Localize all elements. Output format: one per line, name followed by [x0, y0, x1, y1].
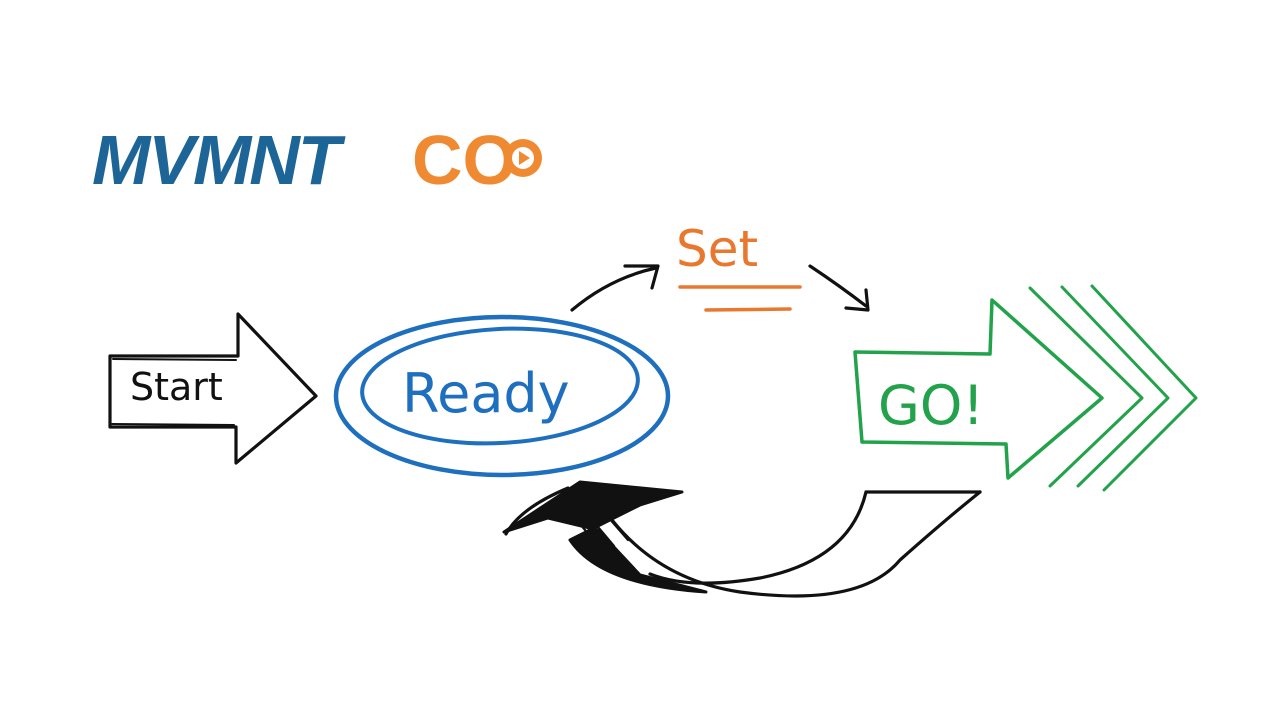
ready-label: Ready — [402, 362, 570, 425]
start-arrow: Start — [108, 312, 318, 465]
start-label: Start — [130, 365, 223, 409]
set-node: Set — [676, 220, 802, 312]
play-icon — [504, 139, 542, 177]
go-node: GO! — [853, 284, 1198, 492]
go-label: GO! — [878, 374, 984, 437]
arrow-ready-to-set — [570, 264, 660, 312]
brand-logo: MVMNT CO — [92, 121, 542, 199]
arrow-set-to-go — [808, 264, 870, 312]
arrow-go-to-ready — [502, 480, 982, 598]
set-label: Set — [676, 220, 758, 278]
logo-brand-right: CO — [412, 121, 517, 199]
logo-brand-left: MVMNT — [92, 121, 346, 199]
ready-node: Ready — [333, 314, 671, 478]
